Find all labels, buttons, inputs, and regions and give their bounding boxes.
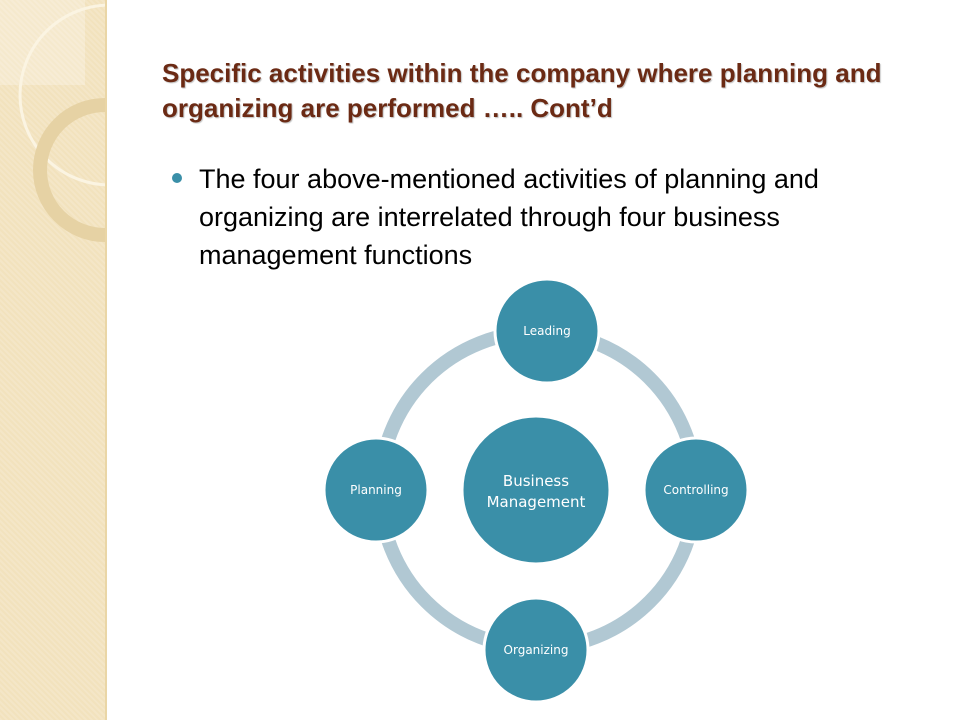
svg-text:Planning: Planning (350, 483, 402, 497)
bullet-icon (172, 173, 182, 183)
slide-title: Specific activities within the company w… (162, 58, 882, 123)
node-center: Business Management (460, 414, 612, 566)
node-leading: Leading (493, 277, 601, 385)
node-controlling: Controlling (642, 436, 750, 544)
svg-text:Leading: Leading (523, 324, 570, 338)
node-planning: Planning (322, 436, 430, 544)
decorative-sidebar (0, 0, 107, 720)
node-organizing: Organizing (482, 596, 590, 704)
svg-text:Organizing: Organizing (504, 643, 569, 657)
decorative-rings-icon (0, 0, 105, 242)
svg-text:Controlling: Controlling (663, 483, 728, 497)
bullet-text: The four above-mentioned activities of p… (199, 164, 819, 270)
center-line-1: Business (503, 472, 569, 490)
center-line-2: Management (487, 493, 586, 511)
